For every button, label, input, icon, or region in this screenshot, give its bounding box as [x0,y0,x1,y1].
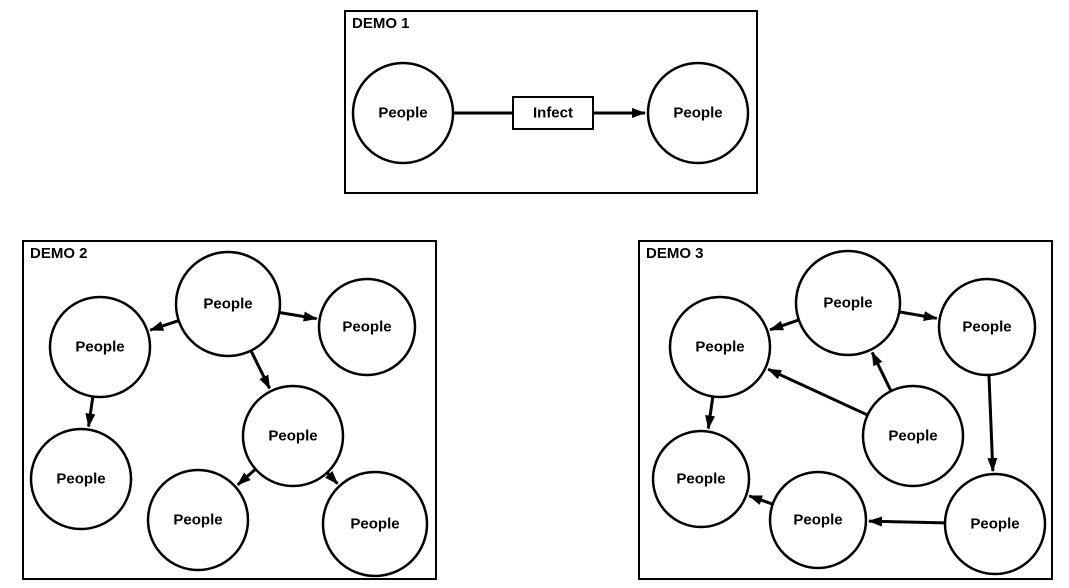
edge-arrow [748,494,774,506]
node-label: People [203,296,252,313]
people-node: People [768,470,868,570]
node-label: People [676,471,725,488]
edge-arrow [870,351,893,392]
edge-arrow [898,310,938,322]
people-node: People [794,249,902,357]
demo1-title: DEMO 1 [352,15,410,32]
people-node: People [317,277,417,377]
edge-label-node: Infect [512,96,594,130]
edge-arrow [769,318,800,332]
node-label: People [56,471,105,488]
node-label: People [378,105,427,122]
node-label: People [695,339,744,356]
node-label: People [793,512,842,529]
node-label: People [823,295,872,312]
demo1-diagram: People Infect People [351,61,750,165]
people-node: People [48,295,152,399]
people-node: People [241,384,345,488]
people-node: People [646,61,750,165]
edge-arrow [279,311,318,322]
node-label: People [75,339,124,356]
demo3-title: DEMO 3 [646,245,704,262]
demo2-title: DEMO 2 [30,245,88,262]
demo1-panel: DEMO 1 People Infect People [344,10,758,194]
people-node: People [146,468,250,572]
node-label: People [342,319,391,336]
node-label: People [673,105,722,122]
edge-arrow [324,470,339,485]
people-node: People [668,295,772,399]
node-label: Infect [533,105,573,122]
people-node: People [861,384,965,488]
people-node: People [174,250,282,358]
people-node: People [937,277,1037,377]
node-label: People [350,516,399,533]
edge-arrow [867,516,946,527]
node-label: People [268,428,317,445]
edge-arrow [705,396,716,430]
edge-arrow [149,319,180,332]
edge-arrow [236,467,257,487]
people-node: People [651,429,751,529]
people-node: People [29,427,133,531]
node-label: People [970,516,1019,533]
node-label: People [962,319,1011,336]
edge-arrow [85,396,96,428]
node-label: People [888,428,937,445]
people-node: People [321,470,429,578]
people-node: People [351,61,455,165]
people-node: People [943,472,1047,576]
node-label: People [173,512,222,529]
edge-arrow [767,367,869,417]
edge-arrow [249,349,271,390]
edge-arrow [987,374,998,473]
